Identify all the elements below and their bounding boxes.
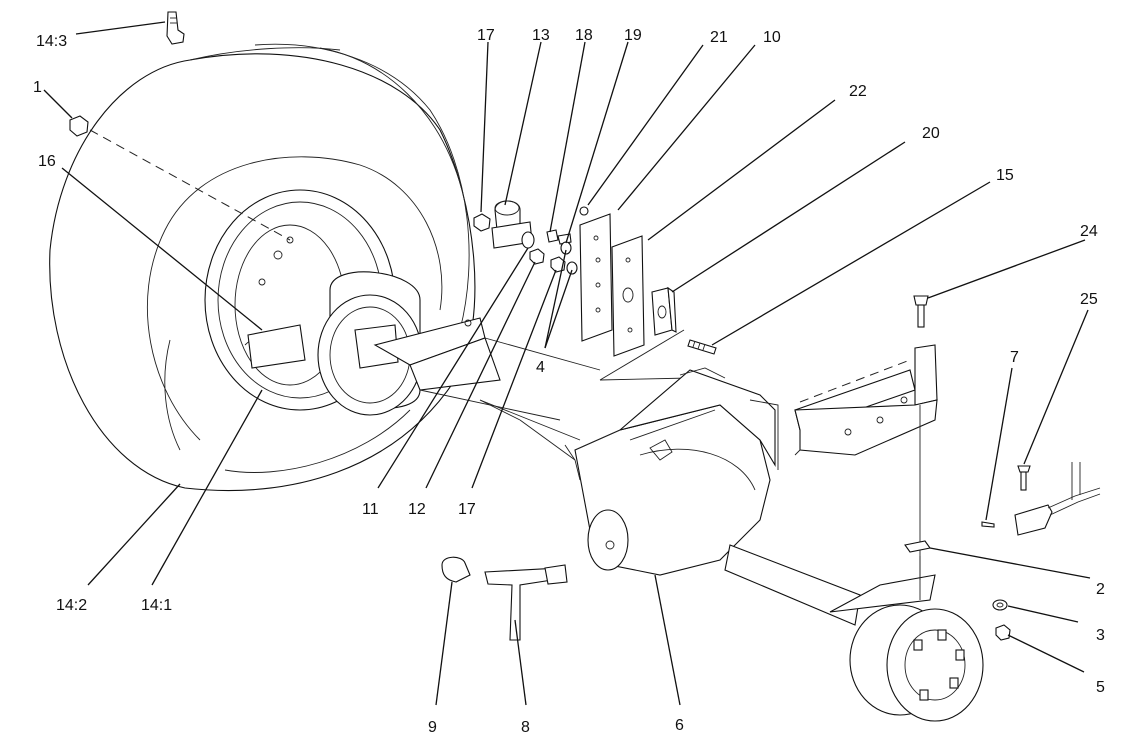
callout-10: 10 — [763, 29, 781, 46]
long-screw — [687, 339, 717, 355]
callout-7: 7 — [1010, 349, 1019, 366]
brake-drum — [849, 604, 984, 722]
callout-18: 18 — [575, 27, 593, 44]
callout-15: 15 — [996, 167, 1014, 184]
lug-nut — [69, 115, 291, 241]
callout-3: 3 — [1096, 627, 1105, 644]
screw — [579, 206, 589, 216]
callout-17-top: 17 — [477, 27, 495, 44]
callout-20: 20 — [922, 125, 940, 142]
callout-14-1: 14:1 — [141, 597, 172, 614]
wheel-hub — [317, 271, 601, 421]
callout-14-2: 14:2 — [56, 597, 87, 614]
callout-13: 13 — [532, 27, 550, 44]
bracket-bolt — [913, 295, 929, 328]
tire — [49, 43, 476, 491]
callout-1: 1 — [33, 79, 42, 96]
callout-14-3: 14:3 — [36, 33, 67, 50]
leader-lines — [43, 21, 1091, 706]
hex-nut — [995, 624, 1011, 641]
callout-9: 9 — [428, 719, 437, 736]
callout-16: 16 — [38, 153, 56, 170]
washer — [992, 599, 1008, 611]
callout-4: 4 — [536, 359, 545, 376]
valve-stem — [166, 11, 185, 45]
callout-22: 22 — [849, 83, 867, 100]
callout-25: 25 — [1080, 291, 1098, 308]
callout-11: 11 — [362, 501, 379, 518]
mounting-plate-front — [579, 213, 613, 342]
bearing-hardware — [473, 200, 578, 275]
callout-5: 5 — [1096, 679, 1105, 696]
mounting-bracket — [794, 344, 938, 580]
axle-tube-left — [479, 399, 581, 461]
callout-2: 2 — [1096, 581, 1105, 598]
spacer-block — [651, 286, 677, 336]
callout-12: 12 — [408, 501, 426, 518]
shift-knob — [441, 556, 471, 583]
shift-lever — [484, 564, 568, 641]
callout-19: 19 — [624, 27, 642, 44]
cotter-pin — [981, 521, 995, 528]
transaxle-housing — [564, 367, 779, 576]
callout-labels: 14:3 1 16 17 13 18 19 21 10 22 20 15 24 … — [33, 27, 1105, 736]
callout-21: 21 — [710, 29, 728, 46]
callout-8: 8 — [521, 719, 530, 736]
clevis-cable — [1014, 462, 1101, 536]
callout-24: 24 — [1080, 223, 1098, 240]
mounting-plate-rear — [611, 235, 645, 357]
callout-17-bottom: 17 — [458, 501, 476, 518]
callout-6: 6 — [675, 717, 684, 734]
axle-tube-right — [724, 544, 936, 626]
